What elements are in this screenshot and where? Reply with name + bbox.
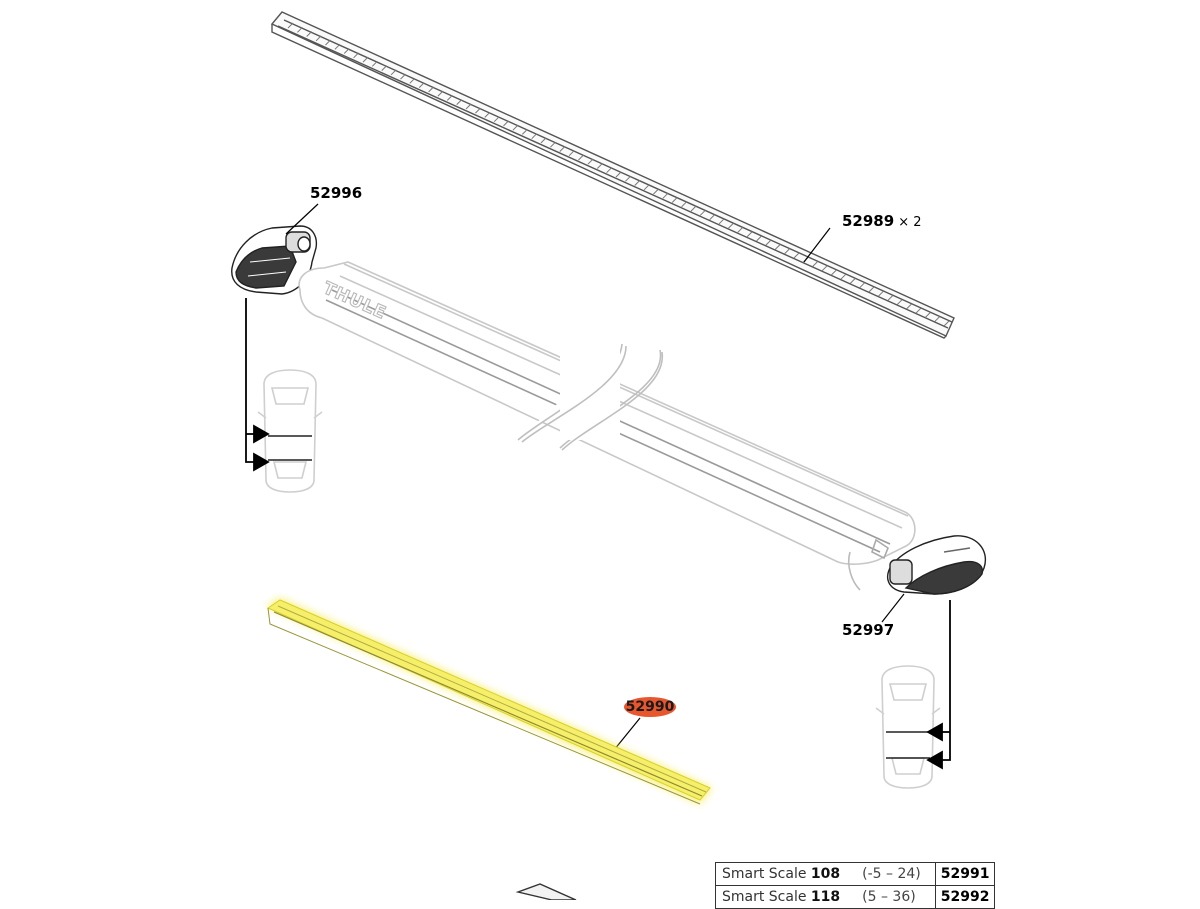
size-table: Smart Scale 108 (-5 – 24) 52991 Smart Sc… xyxy=(715,862,996,909)
end-cap-left xyxy=(231,225,318,295)
car-icon-right xyxy=(875,665,941,789)
bracket-right xyxy=(926,600,951,770)
part-number-cell: 52992 xyxy=(934,885,996,909)
part-number: 52996 xyxy=(310,184,363,202)
table-row: Smart Scale 118 (5 – 36) 52992 xyxy=(715,885,996,909)
callout-52996: 52996 xyxy=(310,184,362,202)
bracket-left xyxy=(245,298,270,472)
size-name-cell: Smart Scale 108 xyxy=(715,862,859,886)
car-icon-left xyxy=(257,369,323,493)
wing-bar: THULE xyxy=(298,261,916,591)
rubber-strip-highlighted xyxy=(266,598,712,805)
part-number-cell: 52991 xyxy=(934,862,996,886)
table-row: Smart Scale 108 (-5 – 24) 52991 xyxy=(715,862,996,886)
t-track-rail xyxy=(270,11,955,339)
size-range-cell: (5 – 36) xyxy=(858,885,936,909)
size-range-cell: (-5 – 24) xyxy=(858,862,936,886)
size-name-cell: Smart Scale 118 xyxy=(715,885,859,909)
end-cap-right xyxy=(886,535,987,595)
callout-52990-badge: 52990 xyxy=(624,697,676,717)
part-number: 52989 xyxy=(842,212,895,230)
quantity-label: × 2 xyxy=(898,215,922,230)
part-number: 52997 xyxy=(842,621,895,639)
callout-52989: 52989× 2 xyxy=(842,212,921,230)
callout-52997: 52997 xyxy=(842,621,894,639)
leader-lines xyxy=(285,203,905,751)
partial-part-bottom xyxy=(515,883,577,900)
